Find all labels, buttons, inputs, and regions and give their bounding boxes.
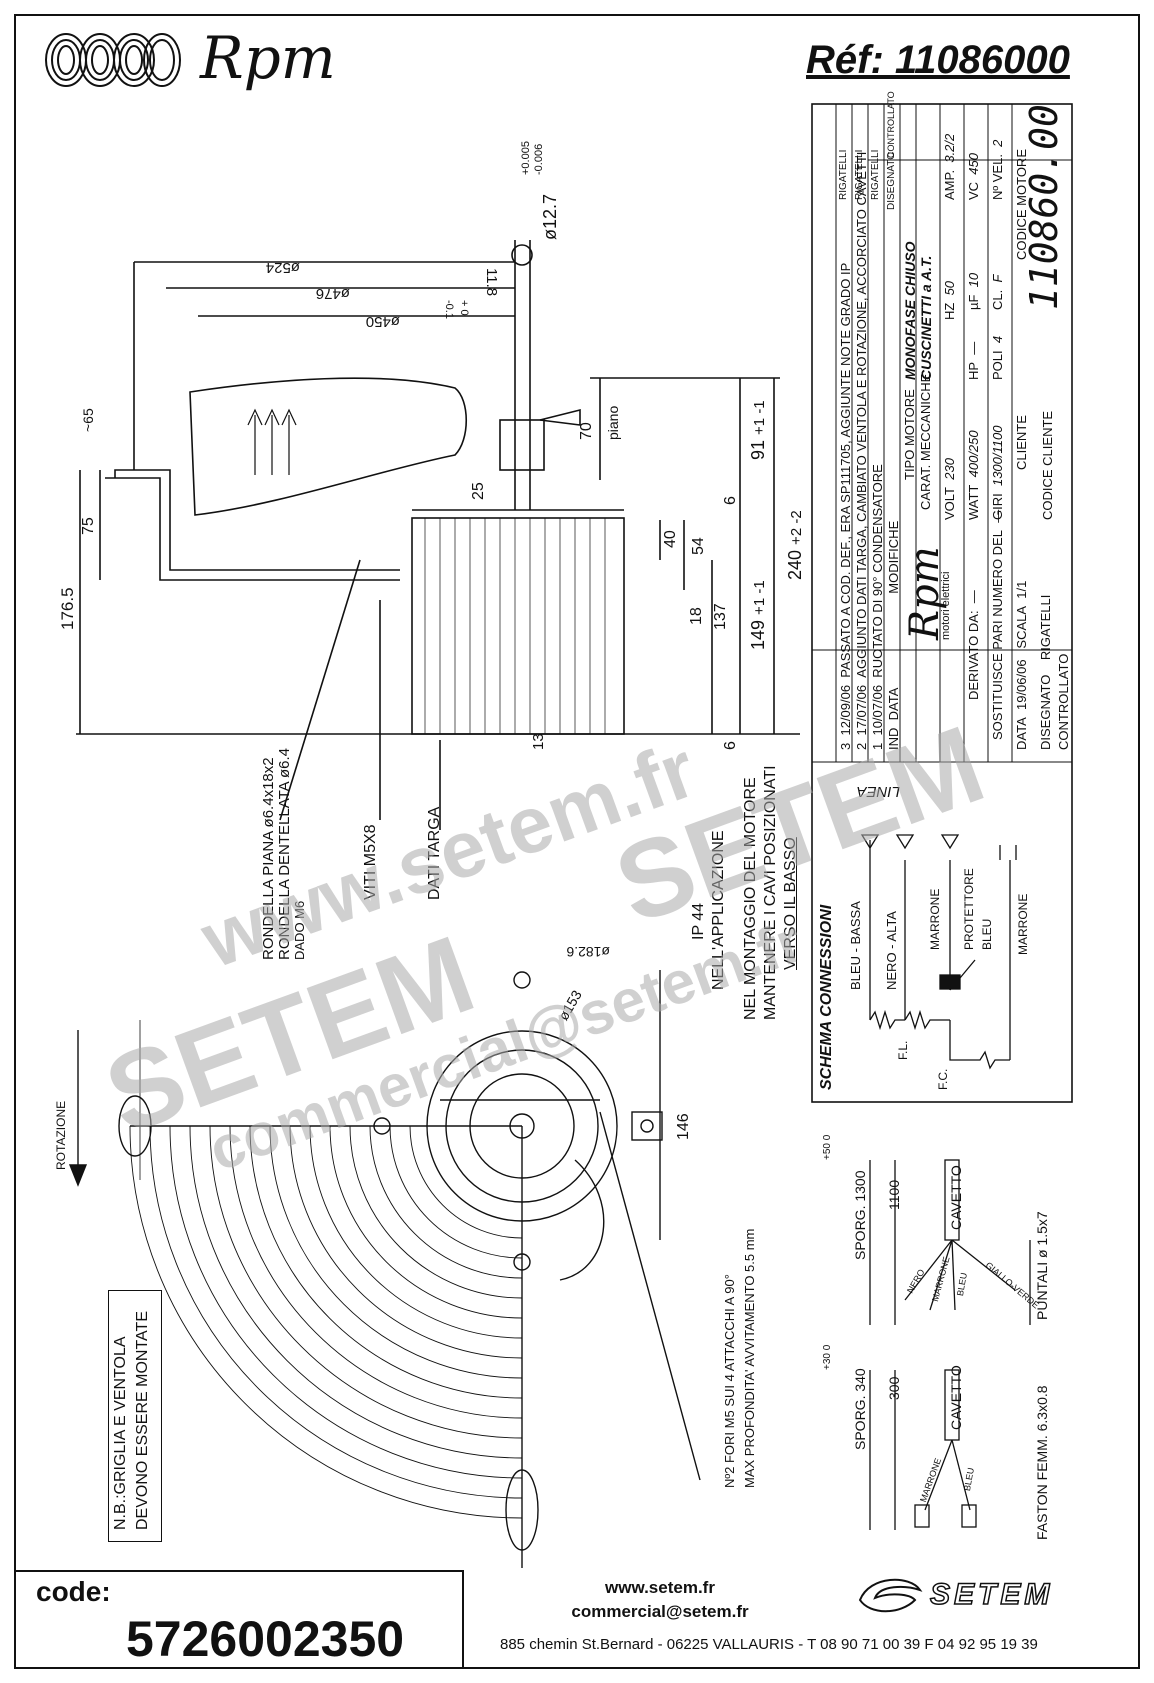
title-block-brand-sub: motori elettrici <box>940 571 952 640</box>
tipo-motore: MONOFASE CHIUSO <box>902 241 918 380</box>
brand-logo-text: Rpm <box>200 24 336 92</box>
dim-shaft-tol-upper: +0.005 <box>520 141 532 175</box>
schema-protettore: PROTETTORE <box>962 868 976 950</box>
rev-by-3: RIGATELLI <box>838 149 849 200</box>
cable1-len: 1100 <box>886 1179 902 1210</box>
dim-13: 13 <box>530 733 547 750</box>
spec-amp: AMP. 3.2/2 <box>942 133 957 200</box>
spec-hp: HP — <box>966 341 981 380</box>
dim-key-tol-upper: + 0 <box>458 300 470 316</box>
schema-fl: F.L. <box>896 1040 910 1060</box>
schema-fc: F.C. <box>936 1068 950 1090</box>
label-nb-1: N.B.:GRIGLIA E VENTOLA <box>112 1336 129 1530</box>
spec-watt: WATT 400/250 <box>966 430 981 520</box>
cable1-puntali: PUNTALI ø 1.5x7 <box>1034 1211 1050 1320</box>
nb-box <box>108 1290 162 1542</box>
dim-65: ~65 <box>80 408 96 432</box>
drawing-sheet <box>14 14 1140 1669</box>
dim-91: 91 +1 -1 <box>748 400 768 460</box>
dim-d524: ø524 <box>265 259 300 276</box>
cable1-cavetto: CAVETTO <box>948 1165 964 1230</box>
spec-cl: CL. F <box>990 274 1005 310</box>
code-label: code: <box>36 1576 111 1607</box>
dim-piano: piano <box>605 405 621 440</box>
schema-title: SCHEMA CONNESSIONI <box>818 904 835 1090</box>
tipo-motore-label: TIPO MOTORE <box>902 389 917 480</box>
label-nb-2: DEVONO ESSERE MONTATE <box>134 1311 151 1530</box>
derivato-label: DERIVATO DA: — <box>966 590 981 700</box>
spec-nvel: Nº VEL. 2 <box>990 139 1005 200</box>
rev-by-1: RIGATELLI <box>870 149 881 200</box>
schema-bleu: BLEU <box>980 918 994 950</box>
label-fori-2: MAX PROFONDITA' AVVITAMENTO 5.5 mm <box>742 1228 757 1488</box>
dim-146: 146 <box>675 1113 692 1140</box>
spec-vc: VC 450 <box>966 153 981 200</box>
setem-logo-icon <box>858 1578 923 1613</box>
dim-176: 176.5 <box>58 587 77 630</box>
code-box: code: 5726002350 <box>14 1570 464 1669</box>
label-rotazione: ROTAZIONE <box>54 1100 68 1170</box>
rev-by-2: RIGATELLI <box>854 149 865 200</box>
spec-poli: POLI 4 <box>990 335 1005 380</box>
schema-nero-alta: NERO - ALTA <box>884 911 899 990</box>
sostituisce-label: SOSTITUISCE PARI NUMERO DEL — <box>990 509 1005 740</box>
cable2-sporg: SPORG. 340 <box>852 1368 868 1450</box>
spec-hz: HZ 50 <box>942 280 957 320</box>
code-value: 5726002350 <box>126 1611 405 1667</box>
rpm-logo-coils <box>45 33 181 87</box>
dim-240: 240 +2 -2 <box>785 510 805 580</box>
dim-d182: ø182.6 <box>566 944 610 960</box>
cable2-cavetto: CAVETTO <box>948 1365 964 1430</box>
footer-address: 885 chemin St.Bernard - 06225 VALLAURIS … <box>500 1636 1038 1653</box>
spec-volt: VOLT 230 <box>942 458 957 520</box>
rev-header-disegnato: DISEGNATO <box>886 152 897 210</box>
spec-uf: µF 10 <box>966 272 981 310</box>
dim-d476: ø476 <box>315 285 350 302</box>
controllato-row: CONTROLLATO <box>1056 653 1071 750</box>
dim-25: 25 <box>470 482 487 500</box>
schema-marrone: MARRONE <box>928 888 942 950</box>
dim-137: 137 <box>712 603 729 630</box>
cable2-sporg-tol: +30 0 <box>822 1344 833 1370</box>
schema-marrone-2: MARRONE <box>1016 893 1030 955</box>
contact-web[interactable]: www.setem.fr <box>605 1578 715 1597</box>
cable2-faston: FASTON FEMM. 6.3x0.8 <box>1034 1385 1050 1540</box>
spec-giri: GIRI 1300/1100 <box>990 425 1005 520</box>
data-row: DATA 19/06/06 SCALA 1/1 <box>1014 580 1029 750</box>
dim-75: 75 <box>80 517 97 535</box>
cable2-len: 300 <box>886 1376 902 1400</box>
revision-headers: IND DATA MODIFICHE <box>886 520 901 750</box>
revision-row-1: 1 10/07/06 RUOTATO DI 90° CONDENSATORE <box>870 464 885 750</box>
cable1-sporg-tol: +50 0 <box>822 1134 833 1160</box>
dim-40: 40 <box>662 530 679 548</box>
schema-bleu-bassa: BLEU - BASSA <box>848 901 863 990</box>
carat-value: CUSCINETTI a A.T. <box>918 255 934 380</box>
contact-email[interactable]: commercial@setem.fr <box>571 1602 749 1621</box>
reference-number: Réf: 11086000 <box>806 38 1070 82</box>
carat-label: CARAT. MECCANICHE <box>918 373 933 510</box>
revision-row-3: 3 12/09/06 PASSATO A COD. DEF., ERA SP11… <box>838 262 853 750</box>
setem-brand: SETEM <box>929 1577 1054 1612</box>
codice-cliente-label: CODICE CLIENTE <box>1040 410 1055 520</box>
cliente-label: CLIENTE <box>1014 415 1029 470</box>
codice-motore: 110860.00 <box>1022 104 1066 310</box>
revision-row-2: 2 17/07/06 AGGIUNTO DATI TARGA, CAMBIATO… <box>854 151 869 750</box>
dim-149: 149 +1 -1 <box>748 580 768 650</box>
disegnato-row: DISEGNATO RIGATELLI <box>1038 594 1053 750</box>
label-fori-1: Nº2 FORI M5 SUI 4 ATTACCHI A 90° <box>722 1274 737 1488</box>
dim-18: 18 <box>688 607 705 625</box>
dim-key: 11.8 <box>483 268 500 297</box>
dim-6b: 6 <box>722 741 739 750</box>
dim-shaft-tol-lower: -0.006 <box>533 143 545 175</box>
dim-6a: 6 <box>722 496 739 505</box>
dim-d450: ø450 <box>365 313 400 330</box>
dim-shaft: ø12.7 <box>540 193 560 240</box>
dim-70: 70 <box>578 422 595 440</box>
dim-54: 54 <box>690 537 707 555</box>
cable1-sporg: SPORG. 1300 <box>852 1170 868 1261</box>
rev-header-controllato: CONTROLLATO <box>886 91 896 158</box>
dim-key-tol-lower: -0.1 <box>443 300 455 319</box>
